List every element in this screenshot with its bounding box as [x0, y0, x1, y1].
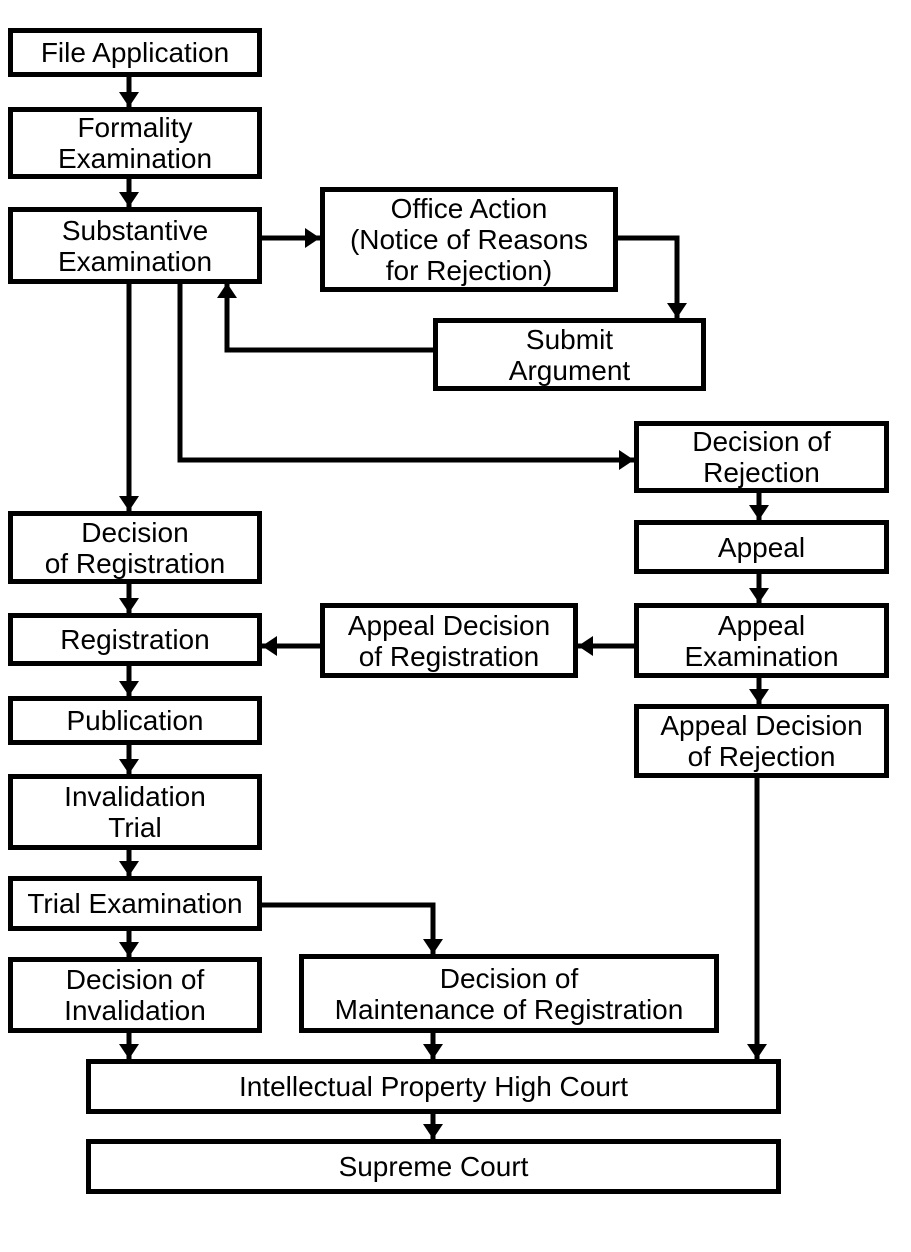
node-file-application: File Application: [8, 28, 262, 77]
arrow-trial-examination-to-decision-of-maintenance: [262, 902, 443, 954]
node-publication: Publication: [8, 696, 262, 745]
node-substantive-examination: Substantive Examination: [8, 207, 262, 284]
node-decision-of-registration: Decision of Registration: [8, 511, 262, 584]
node-decision-of-rejection: Decision of Rejection: [634, 421, 889, 493]
node-appeal-examination: Appeal Examination: [634, 603, 889, 678]
node-decision-of-maintenance-of-registration: Decision of Maintenance of Registration: [299, 954, 719, 1033]
node-submit-argument: Submit Argument: [433, 318, 706, 391]
node-supreme-court: Supreme Court: [86, 1139, 781, 1194]
node-registration: Registration: [8, 613, 262, 666]
node-office-action: Office Action (Notice of Reasons for Rej…: [320, 187, 618, 292]
node-appeal: Appeal: [634, 520, 889, 574]
node-decision-of-invalidation: Decision of Invalidation: [8, 957, 262, 1033]
arrow-substantive-to-decision-of-rejection: [177, 283, 634, 470]
node-appeal-decision-of-rejection: Appeal Decision of Rejection: [634, 704, 889, 778]
arrow-submit-argument-to-substantive: [217, 283, 433, 353]
node-formality-examination: Formality Examination: [8, 107, 262, 179]
node-invalidation-trial: Invalidation Trial: [8, 774, 262, 850]
node-trial-examination: Trial Examination: [8, 876, 262, 931]
node-appeal-decision-of-registration: Appeal Decision of Registration: [320, 603, 578, 678]
arrow-office-action-to-submit-argument: [617, 235, 687, 318]
node-intellectual-property-high-court: Intellectual Property High Court: [86, 1059, 781, 1114]
